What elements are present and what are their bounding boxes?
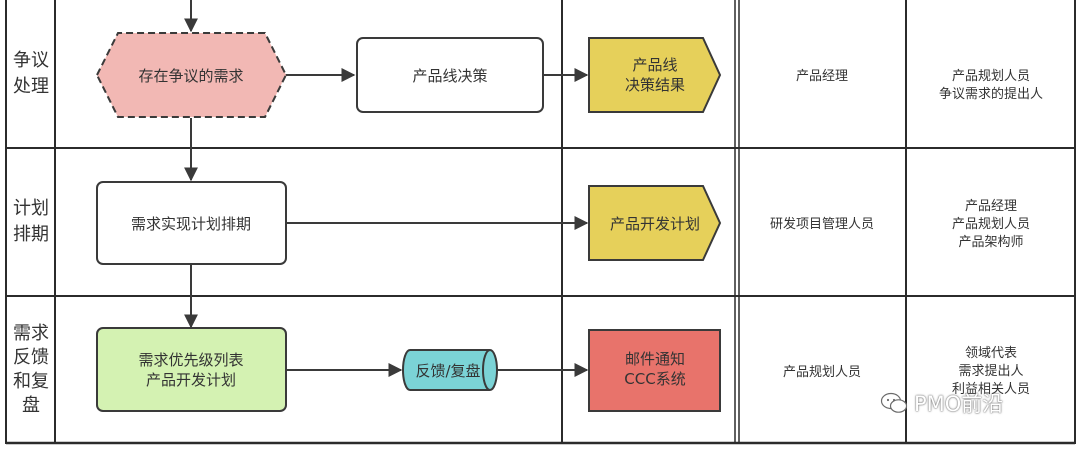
decision-text: 产品线决策 [412,67,487,85]
mail-shape [588,329,721,412]
watermark-text: PMO前沿 [914,392,1004,416]
decision-result-text-line-1: 产品线 [632,56,677,74]
decision-result-text-line-2: 决策结果 [625,76,685,94]
node-feedback-review: 反馈/复盘 [402,349,498,391]
node-disputed-requirement: 存在争议的需求 [95,32,288,118]
row1-owner-line-1: 产品经理 [796,69,848,84]
dev-plan-text: 产品开发计划 [610,215,700,233]
node-schedule: 需求实现计划排期 [96,181,287,265]
priority-text-line-1: 需求优先级列表 [138,351,243,369]
lane-label-feedback-line-1: 需求 [13,323,49,344]
mail-text-line-1: 邮件通知 [625,350,685,368]
disputed-text: 存在争议的需求 [138,67,243,85]
lane-label-feedback-line-4: 盘 [22,395,40,416]
disputed-shape [95,32,288,118]
wechat-icon [880,392,908,413]
feedback-cylinder-end [482,349,491,391]
lane-label-dispute-line-1: 争议 [13,50,49,71]
priority-shape [96,327,287,412]
lane-label-planning-line-1: 计划 [13,198,49,219]
row2-owner-line-1: 研发项目管理人员 [770,216,874,232]
row3-participant-line-1: 领域代表 [965,346,1017,361]
priority-text-line-2: 产品开发计划 [146,371,236,389]
decision-result-shape [588,37,722,113]
row1-participant-line-1: 产品规划人员 [952,69,1030,84]
row2-participant-line-2: 产品规划人员 [952,217,1030,232]
node-dev-plan: 产品开发计划 [588,185,722,261]
lane-label-planning-line-2: 排期 [13,224,49,245]
node-productline-decision: 产品线决策 [356,37,544,113]
node-mail-notice: 邮件通知 CCC系统 [588,329,721,412]
row2-participant-line-3: 产品架构师 [958,235,1023,250]
feedback-text: 反馈/复盘 [415,362,480,380]
row3-participant-line-3: 利益相关人员 [952,382,1030,397]
lane-label-feedback-line-2: 反馈 [13,347,49,368]
row3-participant-line-2: 需求提出人 [958,363,1023,379]
watermark: PMO前沿 [880,388,1003,418]
dev-plan-shape [588,185,722,261]
lane-label-dispute-line-2: 处理 [13,76,49,97]
lane-label-feedback-line-3: 和复 [13,371,49,392]
node-priority-list: 需求优先级列表 产品开发计划 [96,327,287,412]
row2-participant-line-1: 产品经理 [965,199,1017,214]
row3-owner-line-1: 产品规划人员 [783,365,861,380]
lane-labels: 争议 处理 计划 排期 需求 反馈 和复 盘 [13,50,49,416]
role-columns: 产品经理 产品规划人员 争议需求的提出人 研发项目管理人员 产品经理 产品规划人… [770,69,1043,397]
decision-shape [356,37,544,113]
row1-participant-line-2: 争议需求的提出人 [939,86,1043,102]
node-decision-result: 产品线 决策结果 [588,37,722,113]
schedule-text: 需求实现计划排期 [131,215,251,233]
mail-text-line-2: CCC系统 [624,370,685,388]
connectors [184,0,589,377]
schedule-shape [96,181,287,265]
